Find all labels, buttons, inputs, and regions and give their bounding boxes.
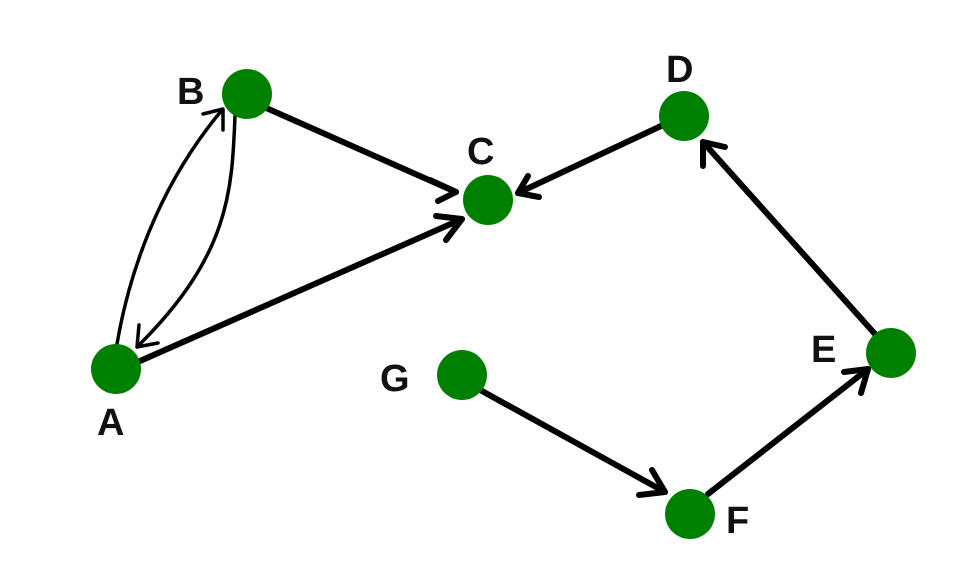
nodes xyxy=(91,69,916,539)
node-g[interactable] xyxy=(437,350,487,400)
node-b[interactable] xyxy=(222,69,272,119)
node-d[interactable] xyxy=(659,91,709,141)
node-e[interactable] xyxy=(866,328,916,378)
label-e: E xyxy=(811,329,836,371)
label-f: F xyxy=(726,500,749,542)
edge-a-to-b xyxy=(115,107,225,346)
edge-e-to-d xyxy=(700,139,878,337)
edge-f-to-e xyxy=(705,366,871,497)
node-a[interactable] xyxy=(91,344,141,394)
edge-b-to-c xyxy=(261,104,459,204)
label-d: D xyxy=(666,49,693,91)
node-c[interactable] xyxy=(463,175,513,225)
label-a: A xyxy=(97,402,124,444)
node-labels: A B C D E F G xyxy=(97,49,836,542)
edges xyxy=(115,104,878,498)
node-f[interactable] xyxy=(665,489,715,539)
edge-b-to-a xyxy=(135,114,237,349)
label-g: G xyxy=(380,358,410,400)
edge-d-to-c xyxy=(515,123,664,200)
edge-g-to-f xyxy=(479,388,668,498)
label-b: B xyxy=(177,71,204,113)
label-c: C xyxy=(467,131,494,173)
edge-a-to-c xyxy=(137,213,465,364)
